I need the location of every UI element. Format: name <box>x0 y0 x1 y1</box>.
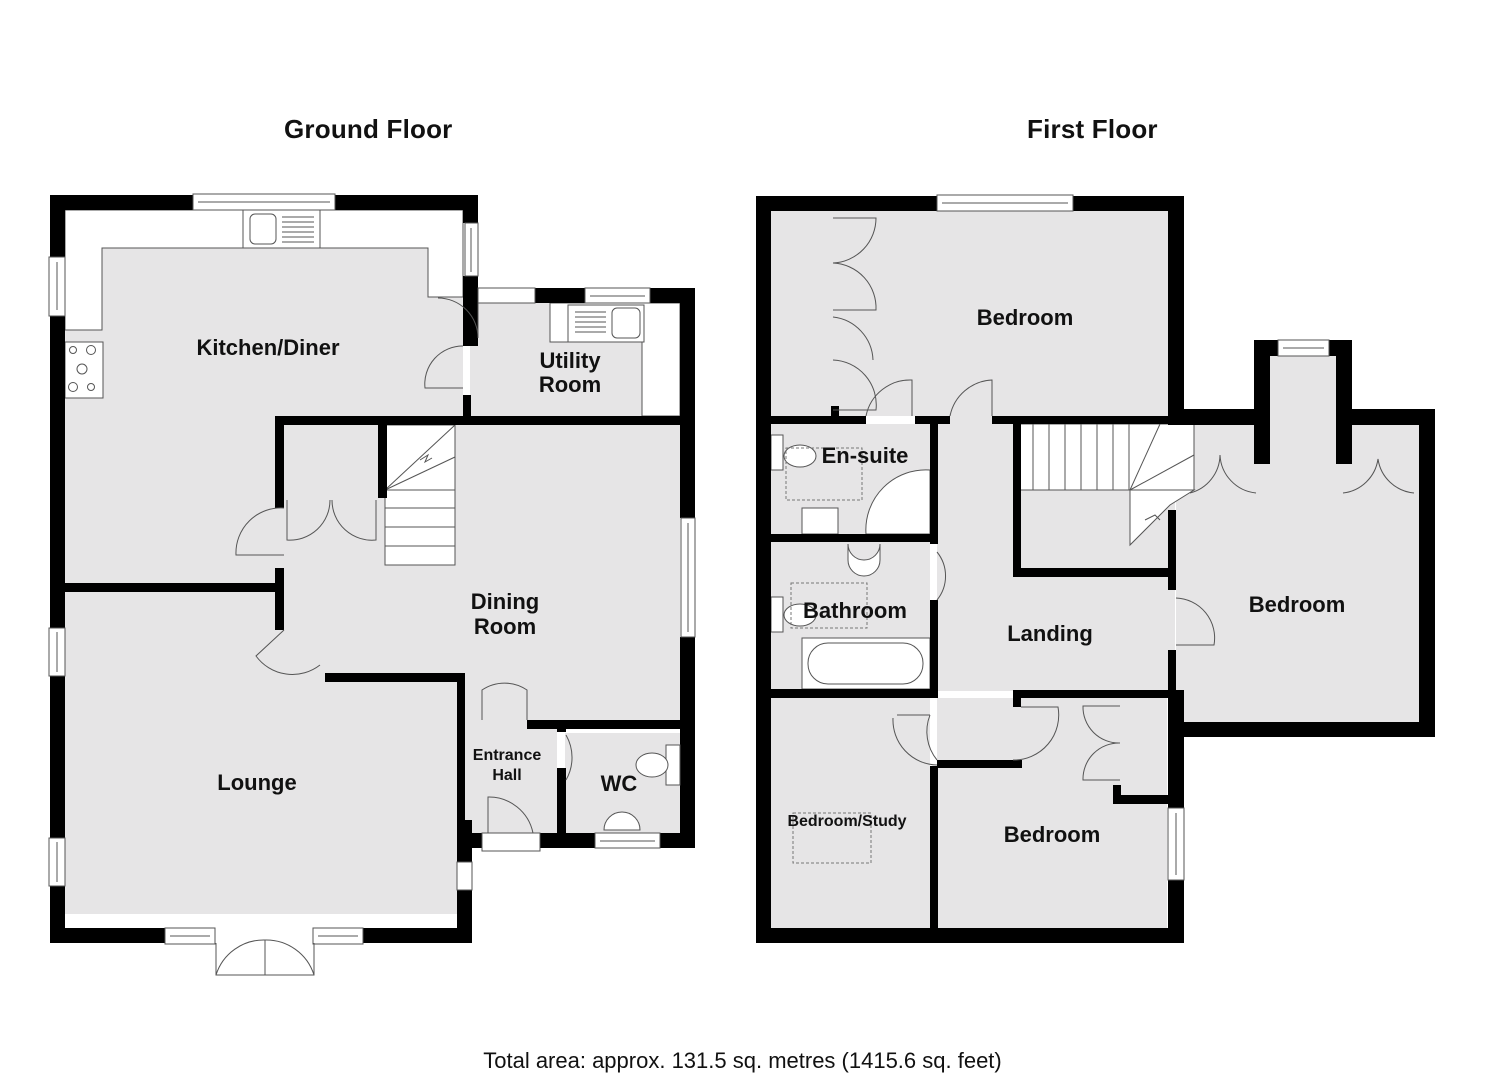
ground-stairs-icon <box>384 424 456 566</box>
room-label-bathroom: Bathroom <box>803 598 907 623</box>
bathroom-toilet-icon <box>783 603 817 627</box>
bedroom-2-floor <box>1176 356 1419 722</box>
first-floor-walls <box>756 196 1435 943</box>
ground-floor-doors <box>215 297 573 976</box>
first-floor-doors <box>832 217 1415 781</box>
bath-icon <box>801 637 931 690</box>
study-loft-hatch <box>792 812 872 864</box>
wc-basin-icon <box>603 811 641 831</box>
ensuite-cistern-icon <box>770 434 784 471</box>
first-floor-windows <box>936 194 1330 881</box>
total-area-caption: Total area: approx. 131.5 sq. metres (14… <box>483 1048 1002 1073</box>
room-label-master-bedroom: Bedroom <box>977 305 1074 330</box>
master-bedroom-floor <box>771 211 1168 416</box>
bedroom-3-floor <box>937 698 1167 928</box>
room-label-dining-room-line2: Room <box>474 614 536 639</box>
ground-floor-windows <box>48 193 696 945</box>
hob-icon <box>64 341 104 399</box>
entrance-hall-floor <box>457 677 557 834</box>
room-label-entrance-hall: Entrance <box>473 747 542 764</box>
ground-floor-plan: Kitchen/Diner Utility Room Dining Room L… <box>48 193 696 976</box>
first-stairs-icon <box>1018 423 1195 491</box>
bathroom-cistern-icon <box>770 596 784 633</box>
utility-sink-icon <box>567 304 645 343</box>
shower-icon <box>865 469 931 535</box>
room-label-kitchen-diner: Kitchen/Diner <box>196 335 339 360</box>
room-label-bedroom-2: Bedroom <box>1249 592 1346 617</box>
kitchen-worktop <box>64 209 464 331</box>
toilet-icon <box>635 752 669 778</box>
room-label-bedroom-3: Bedroom <box>1004 822 1101 847</box>
ensuite-basin-icon <box>801 507 839 535</box>
first-floor-title: First Floor <box>1027 114 1158 144</box>
first-floor-plan: Bedroom En-suite Bathroom Landing Bedroo… <box>756 194 1435 943</box>
room-label-utility-room: Utility <box>539 348 601 373</box>
ground-floor-walls <box>50 195 695 943</box>
room-label-lounge: Lounge <box>217 770 296 795</box>
room-label-bedroom-study: Bedroom/Study <box>787 813 906 830</box>
lounge-floor <box>65 592 457 914</box>
room-label-ensuite: En-suite <box>822 443 909 468</box>
room-label-wc: WC <box>601 771 638 796</box>
room-label-utility-room-line2: Room <box>539 372 601 397</box>
room-label-landing: Landing <box>1007 621 1093 646</box>
bathroom-basin-icon <box>847 543 881 577</box>
ground-floor-title: Ground Floor <box>284 114 453 144</box>
room-label-entrance-hall-line2: Hall <box>492 767 521 784</box>
ensuite-toilet-icon <box>783 444 817 468</box>
room-label-dining-room: Dining <box>471 589 539 614</box>
